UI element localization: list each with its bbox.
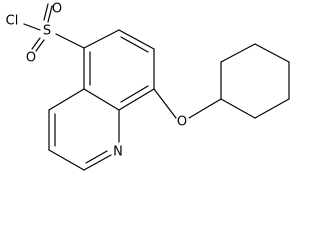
chemical-structure-diagram: Cl S O O O N (6, 2, 290, 171)
bond-c4a-c4 (48, 88, 85, 111)
bond-c6-c7 (118, 29, 155, 50)
structure-canvas: Cl S O O O N (6, 2, 290, 171)
bond-c8-c8a-inner (120, 85, 149, 103)
bond-cl-s (23, 23, 41, 31)
atom-label-ring-nitrogen: N (113, 145, 123, 160)
bond-c2-n1-inner (85, 150, 108, 164)
bond-c2-n1 (83, 154, 112, 171)
bond-cy2-cy3 (220, 43, 256, 63)
bond-cy5-cy6 (254, 98, 290, 119)
bond-s-obottom-1 (31, 37, 41, 50)
bond-cy3-cy4 (254, 43, 290, 63)
bond-c8-c8a (118, 88, 155, 111)
bond-s-otop-1 (43, 3, 49, 21)
bond-s-c5 (55, 33, 85, 49)
bond-s-otop-2 (47, 5, 53, 23)
atom-label-chlorine: Cl (6, 14, 19, 29)
atom-label-ether-oxygen: O (177, 115, 187, 130)
bond-c6-c7-inner (120, 36, 149, 53)
bond-c8a-c4a (83, 88, 120, 111)
bond-o-cy1 (188, 98, 222, 119)
bond-c5-c6 (83, 29, 120, 49)
bond-cy6-cy1 (220, 98, 256, 119)
atom-label-oxygen-bottom: O (26, 51, 36, 66)
bond-s-obottom-2 (35, 39, 45, 52)
bond-c8-o (153, 88, 177, 119)
bond-c3-c2 (48, 149, 85, 171)
atom-label-sulfur: S (43, 24, 51, 39)
atom-label-oxygen-top: O (52, 2, 62, 17)
